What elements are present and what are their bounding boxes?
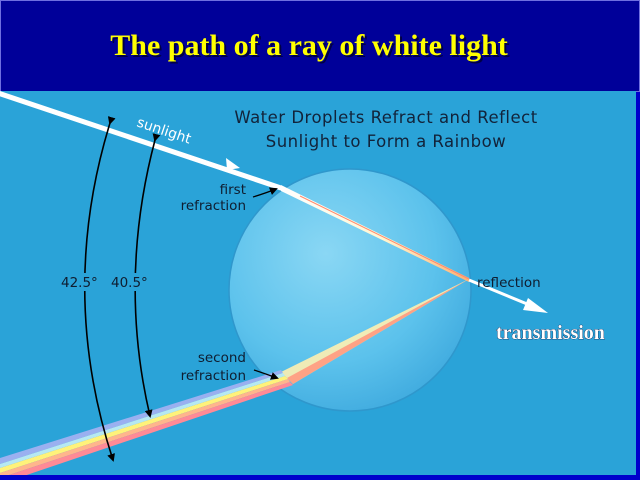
spectrum-band-violet [0,370,283,464]
spectrum-band-orange [0,379,290,475]
spectrum-band-blue [0,373,285,468]
sunlight-ray [0,91,284,191]
diagram-heading-line-1: Water Droplets Refract and Reflect [234,108,537,127]
water-droplet [228,168,472,412]
title-bar: The path of a ray of white light [0,0,640,92]
second-refraction-pointer [253,369,279,380]
first-refraction-pointer [252,187,278,198]
angle-outer-label: 42.5° [61,275,98,291]
internal-ray-red-edge [299,195,470,280]
reflected-fan-red [287,279,469,384]
diagram-area: Water Droplets Refract and Reflect Sunli… [0,91,636,475]
sunlight-arrowhead [226,158,240,170]
spectrum-band-red [9,382,293,475]
slide-title: The path of a ray of white light [110,29,508,62]
transmission-arrowhead [523,298,548,313]
reflection-label: reflection [477,275,541,291]
angle-arc-outer [83,116,116,462]
transmission-label: transmission [496,322,605,344]
rainbow-diagram: Water Droplets Refract and Reflect Sunli… [0,91,605,475]
diagram-heading-line-2: Sunlight to Form a Rainbow [266,132,507,151]
angle-label-backdrop [58,273,162,291]
second-refraction-label-line-2: refraction [181,368,246,384]
second-refraction-label-line-1: second [198,350,246,366]
first-refraction-label-line-1: first [220,182,246,198]
transmission-ray [468,278,533,308]
spectrum-band [0,370,293,475]
first-refraction-label-line-2: refraction [181,198,246,214]
angle-inner-label: 40.5° [111,275,148,291]
spectrum-band-yellow [0,376,288,473]
